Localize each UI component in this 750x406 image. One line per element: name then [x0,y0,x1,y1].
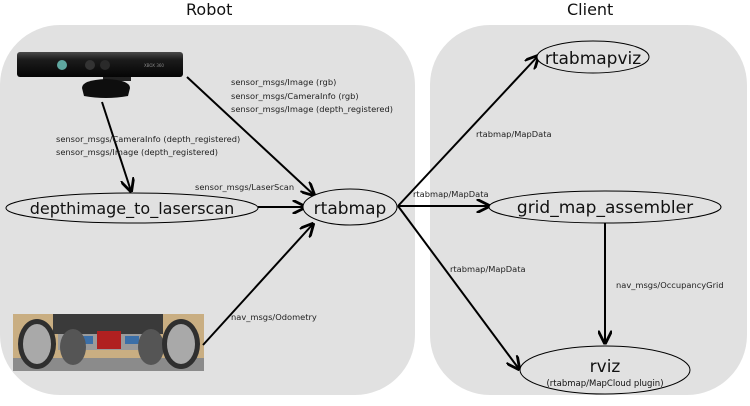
kinect-depth-camera [100,60,110,70]
node-grid-label: grid_map_assembler [517,198,693,218]
edge-label-laserscan: sensor_msgs/LaserScan [195,182,294,192]
kinect-neck [103,77,131,81]
node-rviz: rviz (rtabmap/MapCloud plugin) [519,345,691,395]
kinect-brand-text: XBOX 360 [144,63,164,68]
node-depthimage-ellipse [5,192,259,224]
edge-label-occupancy-grid: nav_msgs/OccupancyGrid [616,280,724,290]
kinect-base [82,79,130,98]
node-rtabmap-label: rtabmap [314,199,387,219]
robot-blue-bracket-right [125,336,139,344]
robot-chassis-top [53,314,163,334]
robot-group-title: Robot [186,0,233,19]
edge-kinect-to-rtabmap [186,76,314,195]
node-depthimage-to-laserscan: depthimage_to_laserscan [5,192,259,224]
robot-wheel-rear-left [60,329,86,365]
edge-rtabmap-to-rtabmapviz [397,56,538,207]
node-rtabmap-ellipse [302,188,398,226]
edge-label-kinect-depth-2: sensor_msgs/Image (depth_registered) [56,147,218,157]
node-grid-ellipse [488,190,722,224]
client-group-title: Client [567,0,614,19]
robot-wheel-rear-right [138,329,164,365]
node-grid-map-assembler: grid_map_assembler [488,190,722,224]
kinect-ir-emitter [57,60,67,70]
edge-rtabmap-to-rviz [397,205,519,369]
edge-label-mapdata-rtabmapviz: rtabmap/MapData [476,129,552,139]
robot-wheel-front-left-hub [23,324,51,364]
edge-label-kinect-rtabmap-3: sensor_msgs/Image (depth_registered) [231,104,393,114]
edge-label-kinect-rtabmap-2: sensor_msgs/CameraInfo (rgb) [231,91,359,101]
robot-wheel-front-right-hub [167,324,195,364]
node-rtabmapviz-label: rtabmapviz [545,49,641,69]
robot-blue-bracket-left [79,336,93,344]
node-rtabmapviz: rtabmapviz [536,40,650,74]
kinect-sensor-image: XBOX 360 [16,52,184,102]
kinect-rgb-camera [85,60,95,70]
node-rviz-sublabel: (rtabmap/MapCloud plugin) [546,379,663,389]
edge-label-kinect-depth-1: sensor_msgs/CameraInfo (depth_registered… [56,134,240,144]
edge-kinect-to-depthimage [101,101,131,191]
edge-label-kinect-rtabmap-1: sensor_msgs/Image (rgb) [231,77,336,87]
edge-label-odometry: nav_msgs/Odometry [231,312,317,322]
node-rtabmap: rtabmap [302,188,398,226]
node-rtabmapviz-ellipse [536,40,650,74]
node-rviz-label: rviz [590,357,621,377]
edge-robot-to-rtabmap [202,224,313,346]
node-depthimage-label: depthimage_to_laserscan [30,199,235,219]
edge-label-mapdata-grid: rtabmap/MapData [413,189,489,199]
node-rviz-ellipse [519,345,691,395]
edge-label-mapdata-rviz: rtabmap/MapData [450,264,526,274]
kinect-bar [17,52,183,77]
robot-red-part [97,331,121,349]
robot-base-image [13,314,204,371]
